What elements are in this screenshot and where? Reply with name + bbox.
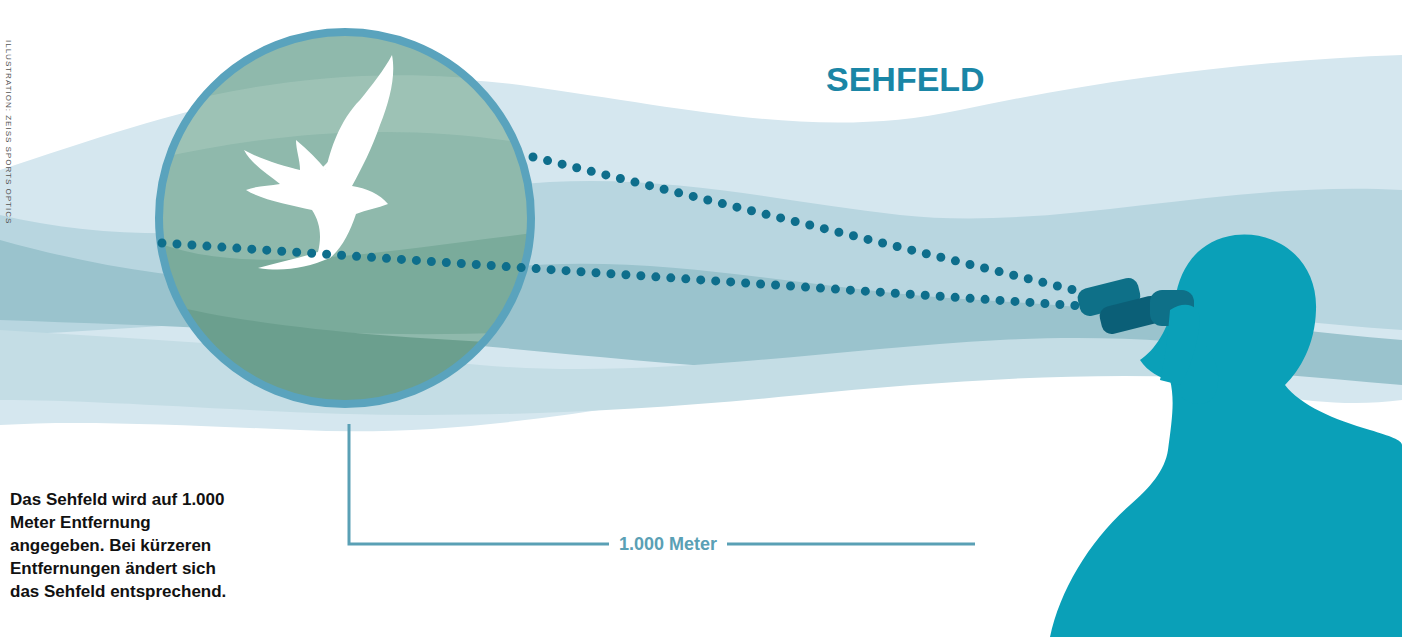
distance-bracket — [349, 424, 975, 544]
title-label: SEHFELD — [826, 60, 985, 99]
wave-band — [0, 330, 1250, 415]
bird-silhouette — [244, 55, 393, 270]
credit-watermark: ILLUSTRATION: ZEISS SPORTS OPTICS — [4, 40, 13, 224]
binoculars — [1076, 276, 1200, 385]
view-circle — [159, 32, 531, 404]
sight-line — [533, 157, 1082, 292]
view-circle-fill — [150, 25, 560, 430]
caption-note: Das Sehfeld wird auf 1.000 Meter Entfern… — [10, 488, 245, 603]
wave-band — [0, 55, 1402, 431]
person-silhouette — [1050, 234, 1402, 637]
distance-label: 1.000 Meter — [609, 534, 727, 555]
sight-line — [162, 243, 1082, 306]
